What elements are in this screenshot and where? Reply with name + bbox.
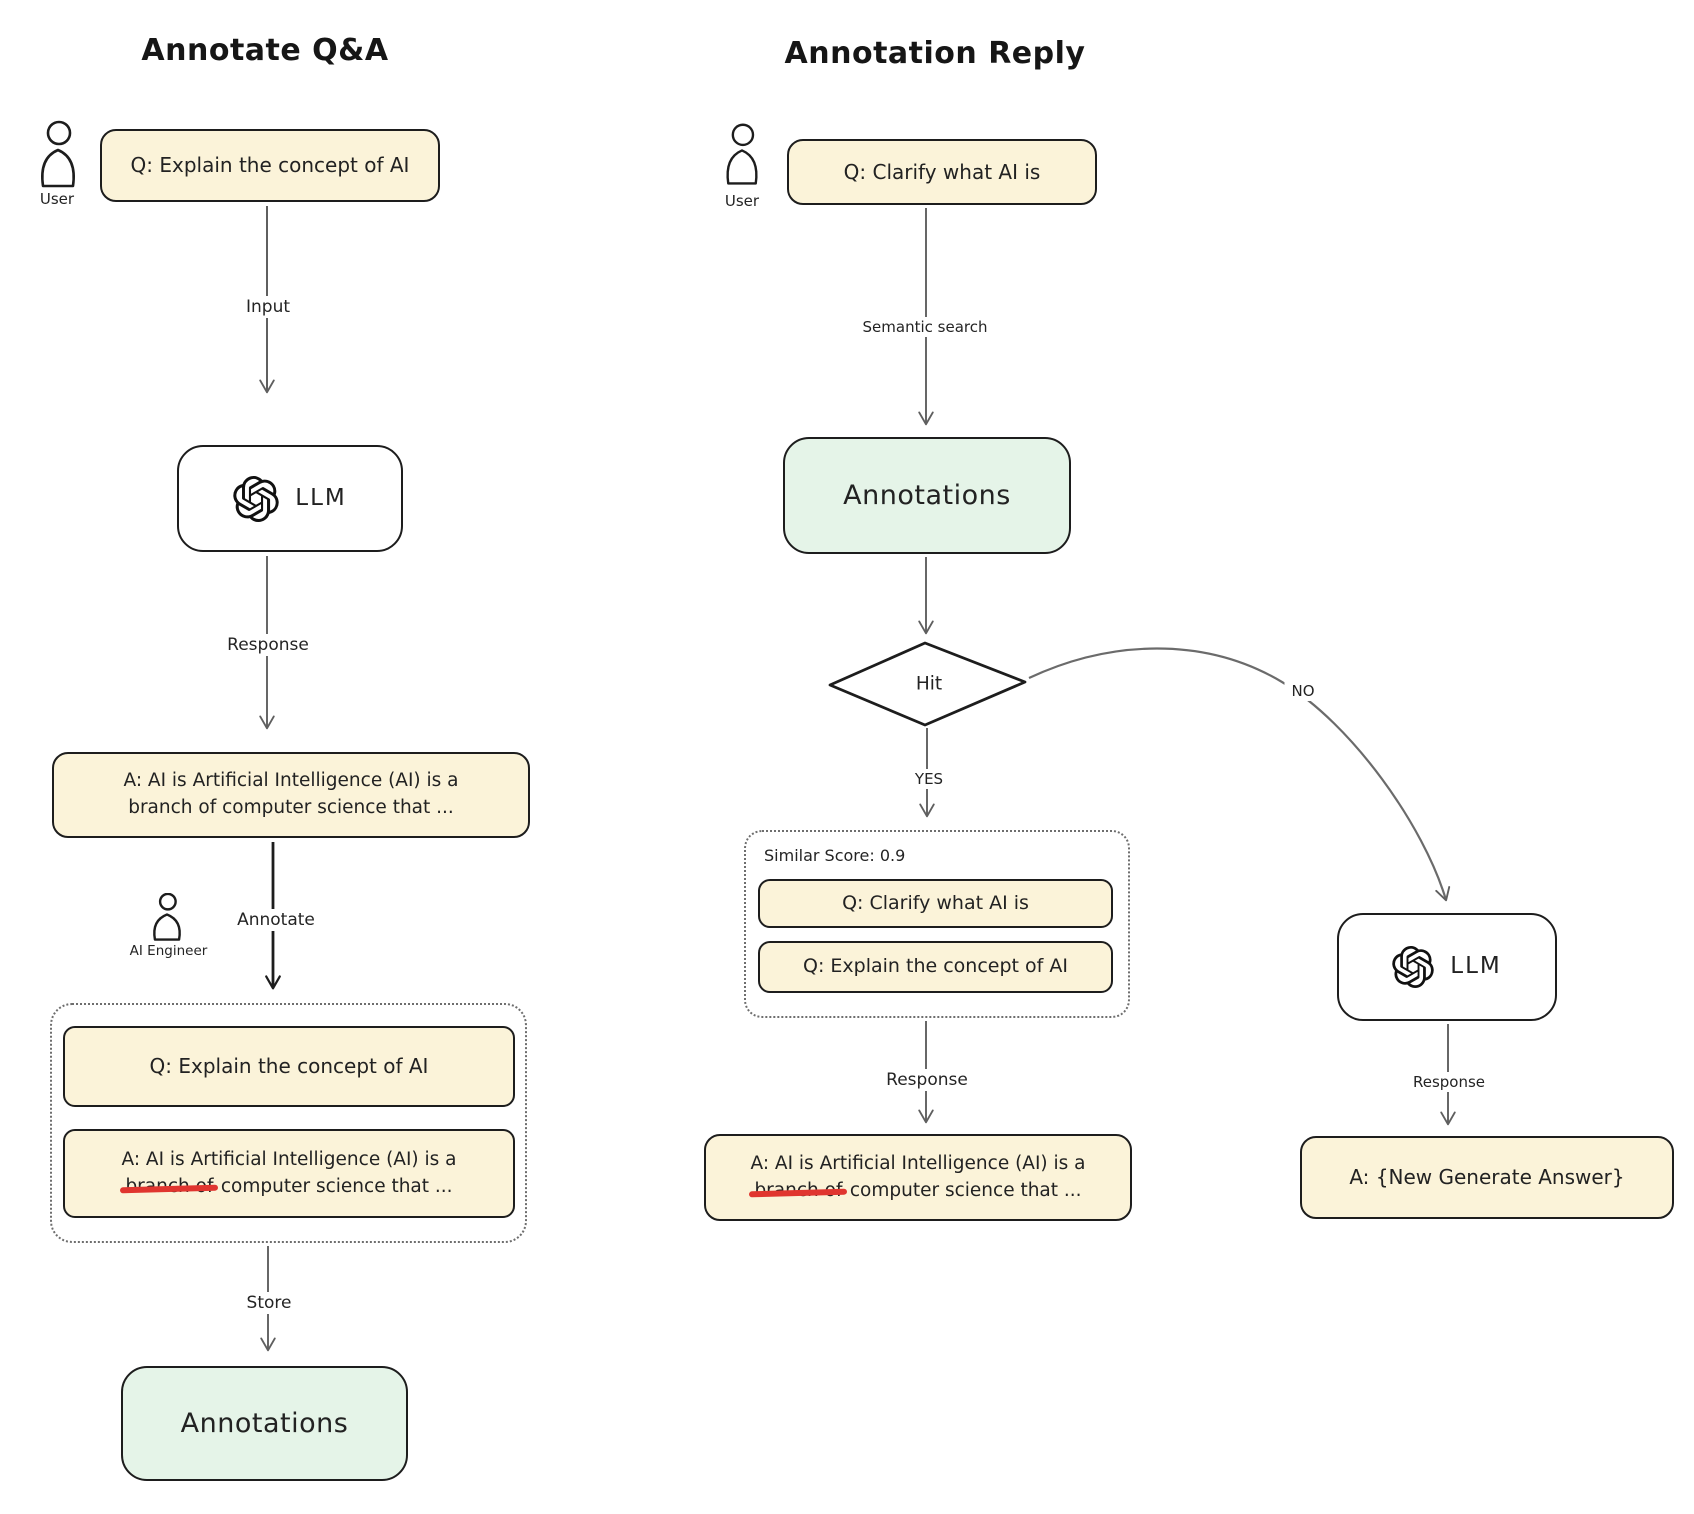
left-flow-title: Annotate Q&A — [141, 33, 389, 68]
annotated-answer-box: A: AI is Artificial Intelligence (AI) is… — [63, 1129, 515, 1218]
answer-box-right: A: AI is Artificial Intelligence (AI) is… — [704, 1134, 1132, 1221]
question-box-left: Q: Explain the concept of AI — [100, 129, 440, 202]
openai-icon — [1392, 946, 1434, 988]
edge-label-yes: YES — [907, 769, 951, 789]
answer-line1: A: AI is Artificial Intelligence (AI) is… — [123, 770, 459, 792]
answer-suffix: computer science that ... — [849, 1179, 1082, 1201]
answer-box-left: A: AI is Artificial Intelligence (AI) is… — [52, 752, 530, 838]
struck-text: branch of — [125, 1174, 213, 1201]
annotations-store-right: Annotations — [783, 437, 1071, 554]
edge-label-input: Input — [238, 296, 298, 318]
openai-icon — [233, 475, 279, 522]
llm-label: LLM — [295, 484, 347, 511]
user-label: User — [39, 190, 75, 208]
hit-label: Hit — [915, 673, 943, 695]
annotated-answer-line2: branch of computer science that ... — [125, 1174, 452, 1201]
answer-line1: A: AI is Artificial Intelligence (AI) is… — [750, 1152, 1086, 1174]
edge-label-llm-response: Response — [1405, 1072, 1493, 1092]
llm-label: LLM — [1450, 953, 1502, 980]
ai-engineer-icon — [153, 893, 181, 941]
ai-engineer-label: AI Engineer — [129, 943, 208, 959]
llm-node-left: LLM — [177, 445, 403, 552]
user-icon — [726, 123, 758, 185]
answer-suffix: computer science that ... — [220, 1175, 453, 1197]
edge-label-semantic-search: Semantic search — [855, 317, 995, 337]
similar-score-label: Similar Score: 0.9 — [764, 846, 906, 865]
answer-line2: branch of computer science that ... — [128, 797, 454, 818]
edge-label-annotate: Annotate — [230, 909, 322, 931]
right-flow-title: Annotation Reply — [784, 36, 1086, 71]
hit-diamond — [828, 641, 1027, 727]
annotations-store-left: Annotations — [121, 1366, 408, 1481]
annotated-pair-group — [50, 1003, 527, 1243]
answer-line2: branch of computer science that ... — [754, 1178, 1081, 1205]
match-question-2: Q: Explain the concept of AI — [758, 941, 1113, 993]
user-label: User — [724, 192, 760, 210]
user-icon — [41, 120, 75, 188]
annotated-question-box: Q: Explain the concept of AI — [63, 1026, 515, 1107]
annotated-answer-line1: A: AI is Artificial Intelligence (AI) is… — [121, 1148, 457, 1170]
new-answer-box: A: {New Generate Answer} — [1300, 1136, 1674, 1219]
edge-label-store: Store — [239, 1292, 299, 1314]
question-box-right: Q: Clarify what AI is — [787, 139, 1097, 205]
struck-text: branch of — [754, 1178, 842, 1205]
edge-label-response-left: Response — [220, 634, 316, 656]
llm-node-right: LLM — [1337, 913, 1557, 1021]
edge-label-response-right: Response — [879, 1069, 975, 1091]
match-question-1: Q: Clarify what AI is — [758, 879, 1113, 928]
match-result-group — [744, 830, 1130, 1018]
arrow-no-curve — [1028, 647, 1451, 902]
edge-label-no: NO — [1284, 681, 1322, 701]
